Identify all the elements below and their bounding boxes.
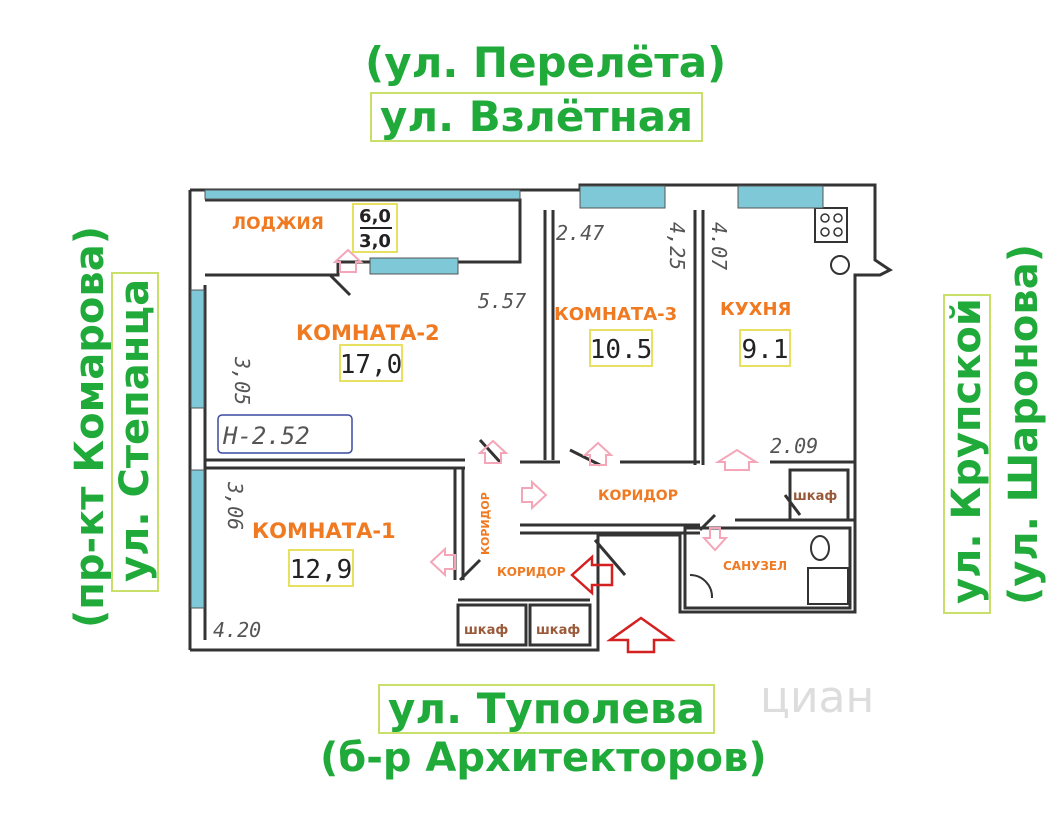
dim-room2-w: 5.57 [478,289,526,313]
loggia-area-top: 6,0 [359,206,391,227]
window-room2 [369,257,459,275]
closet-1-label: шкаф [464,623,508,638]
arrow-room2 [477,439,509,464]
street-bottom: ул. Туполева [378,684,715,734]
stove-burner [820,227,830,237]
bathroom-label: САНУЗЕЛ [723,559,787,573]
stove-burner [820,213,830,223]
stove-burner [833,213,843,223]
room3-area: 10.5 [590,335,653,365]
outer-wall [190,183,893,652]
room2-label: КОМНАТА-2 [296,321,440,345]
loggia-area-bottom: 3,0 [359,231,391,252]
arrow-room1 [429,546,456,578]
dim-room1-w: 4.20 [213,618,261,642]
corridor-small-label: КОРИДОР [497,565,566,579]
bathroom-outline [683,526,852,610]
street-bottom-old: (б-р Архитекторов) [320,735,767,781]
dim-kitchen-h: 4.07 [707,222,731,270]
door-closet-r [783,494,802,516]
door-room2 [478,438,502,464]
stove-burner [833,227,843,237]
sink-kitchen [830,255,850,275]
window-loggia [204,189,521,200]
arrow-room3 [582,441,614,466]
closet-right-label: шкаф [793,489,837,504]
arrow-corridor-right [521,479,548,511]
corridor-left-label: КОРИДОР [479,492,492,555]
window-kitchen [737,185,824,209]
watermark: циан [760,672,875,723]
room2-area-box [339,344,403,382]
arrow-entry-left [570,554,614,596]
door-room1 [458,558,482,582]
dim-ceiling: Н-2.52 [222,422,310,450]
dim-room3-w: 2.47 [556,221,604,245]
room3-label: КОМНАТА-3 [554,304,677,325]
shower [689,573,714,599]
corridor-main-label: КОРИДОР [598,488,678,504]
arrow-bath [701,527,729,552]
door-entry [593,539,627,576]
room2-area: 17,0 [340,350,403,380]
window-room3 [579,185,666,209]
window-left-top [190,289,205,409]
room-loggia-label: ЛОДЖИЯ [232,214,324,234]
bathtub [807,567,849,605]
door-loggia [328,273,352,297]
kitchen-label: КУХНЯ [720,299,791,320]
closet-2 [528,603,592,647]
arrow-kitchen [714,448,760,471]
dim-kitchen-w: 2.09 [770,434,818,458]
kitchen-area: 9.1 [742,335,789,365]
dim-room1-h: 3,06 [223,481,247,530]
door-room3 [569,448,601,467]
room1-area-box [288,549,354,587]
window-left-bottom [190,469,205,609]
stove [814,207,848,243]
arrow-loggia [332,248,364,273]
kitchen-area-box [739,329,791,367]
arrow-entry-up [606,616,676,654]
toilet [810,535,830,561]
room3-area-box [589,329,653,367]
room1-label: КОМНАТА-1 [252,519,396,543]
ceiling-box [217,414,353,454]
street-top: ул. Взлётная [370,92,704,142]
dim-room3-h: 4,25 [665,222,689,270]
door-bath [698,513,717,532]
closet-1 [456,603,528,647]
street-top-old: (ул. Перелёта) [365,38,727,87]
room1-area: 12,9 [290,555,353,585]
dim-room2-h: 3,05 [230,356,254,405]
closet-2-label: шкаф [536,623,580,638]
